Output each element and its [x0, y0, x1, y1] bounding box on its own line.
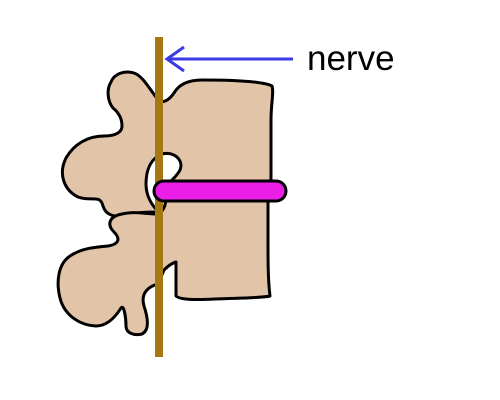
lower-vertebra [56, 194, 272, 337]
nerve-label: nerve [307, 39, 395, 78]
intervertebral-disc [152, 179, 288, 203]
arrow-head [164, 45, 185, 73]
arrow-icon [164, 45, 293, 73]
